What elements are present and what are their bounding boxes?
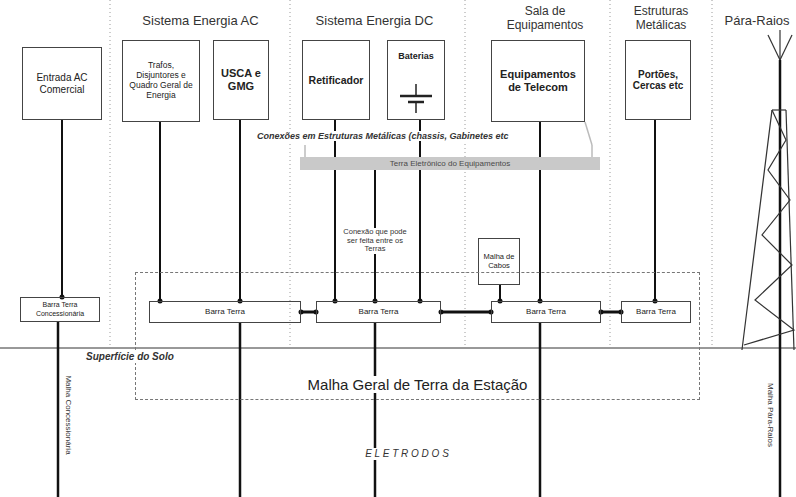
node-text: Portões, Cercas etc — [633, 69, 684, 92]
node-text: Barra Terra — [205, 307, 245, 316]
heading-label: Sistema Energia DC — [292, 14, 457, 29]
ground-wire — [158, 122, 163, 304]
text-wrap: Baterias — [391, 51, 441, 61]
equipment-box: Equipamentos de Telecom — [491, 40, 585, 122]
ground-mesh-region: Malha Geral de Terra da Estação Barra Ter… — [135, 272, 700, 400]
heading-label: Sala de Equipamentos — [490, 5, 600, 33]
text-wrap: Barra Terra — [320, 307, 437, 316]
node-text: Barra Terra — [636, 307, 676, 316]
ground-wire — [418, 120, 423, 304]
heading-label: Superfície do Solo — [84, 351, 176, 363]
process-box: Retificador — [302, 40, 370, 120]
wire-path — [441, 311, 491, 314]
text-wrap: Retificador — [306, 74, 366, 86]
text-wrap: USCA e GMG — [217, 67, 265, 92]
wire-path — [539, 122, 541, 301]
node-text: Malha Geral de Terra da Estação — [304, 376, 532, 393]
ground-wire — [439, 310, 494, 315]
text-wrap: Portões, Cercas etc — [629, 69, 687, 92]
lightning-rod-tower — [742, 30, 794, 350]
wire-path — [601, 311, 621, 314]
column-separators — [110, 0, 712, 345]
electrodes — [58, 60, 780, 497]
text-wrap: Terra Eletrônico do Equipamentos — [300, 159, 600, 168]
text-wrap: Barra Terra — [495, 307, 597, 316]
wire-path — [159, 122, 161, 301]
ground-bus-box: Barra Terra — [149, 301, 301, 323]
ground-wire — [599, 310, 624, 315]
junction-dot — [599, 310, 604, 315]
structure-box: Portões, Cercas etc — [625, 40, 691, 120]
cable-mesh-box: Malha de Cabos — [478, 238, 520, 285]
node-text: Terra Eletrônico do Equipamentos — [390, 159, 511, 168]
node-text: Barra Terra — [526, 307, 566, 316]
wire-path — [654, 120, 656, 301]
ground-wire — [538, 122, 543, 304]
heading-label: E L E T R O D O S — [300, 448, 514, 460]
node-text: Equipamentos de Telecom — [500, 68, 576, 93]
heading-label: Conexões em Estruturas Metálicas (chassi… — [255, 131, 511, 141]
ground-wire — [653, 120, 658, 304]
wire-path — [61, 120, 63, 297]
ground-surface — [0, 348, 796, 349]
edge-label: Conexão que pode ser feita entre os Terr… — [343, 228, 407, 254]
ground-bus-box: Barra Terra — [316, 301, 441, 323]
node-text: Malha de Cabos — [484, 252, 515, 270]
junction-dot — [439, 310, 444, 315]
wire-path — [334, 120, 336, 301]
node-text: USCA e GMG — [221, 67, 261, 92]
text-wrap: Equipamentos de Telecom — [495, 68, 581, 93]
heading-label: Pára-Raios — [720, 14, 794, 29]
node-text: Trafos, Disjuntores e Quadro Geral de En… — [129, 60, 192, 99]
text-wrap: Trafos, Disjuntores e Quadro Geral de En… — [126, 61, 196, 100]
wire-path — [419, 120, 421, 301]
battery-symbol — [400, 84, 432, 113]
vertical-label: Malha Concessionária — [63, 375, 72, 454]
text-wrap: Barra Terra — [153, 307, 297, 316]
text-wrap: Barra Terra Concessionária — [24, 301, 96, 317]
junction-dot — [299, 310, 304, 315]
ground-wire — [60, 120, 65, 300]
text-wrap: Barra Terra — [625, 307, 687, 316]
text-wrap: Malha de Cabos — [482, 253, 516, 270]
node-text: Retificador — [309, 74, 364, 86]
vertical-label: Malha Pára-Raios — [765, 383, 774, 447]
heading-label: Sistema Energia AC — [118, 14, 283, 29]
ground-bus-box: Barra Terra — [491, 301, 601, 323]
node-text: Baterias — [398, 51, 434, 61]
heading-label: Estruturas Metálicas — [612, 5, 710, 33]
node-text: Barra Terra Concessionária — [36, 301, 84, 316]
wire-path — [239, 120, 241, 301]
ground-bus-box: Barra Terra Concessionária — [20, 297, 100, 322]
process-box: USCA e GMG — [213, 40, 269, 120]
process-box: Trafos, Disjuntores e Quadro Geral de En… — [122, 40, 200, 122]
ground-bar: Terra Eletrônico do Equipamentos — [300, 157, 600, 170]
node-text: Barra Terra — [359, 307, 399, 316]
ground-wire — [238, 120, 243, 304]
node-text: Entrada AC Comercial — [36, 72, 87, 95]
text-wrap: Entrada AC Comercial — [26, 72, 98, 95]
ground-bus-box: Barra Terra — [621, 301, 691, 323]
battery-box: Baterias — [387, 40, 445, 120]
ground-wire — [333, 120, 338, 304]
input-box: Entrada AC Comercial — [22, 47, 102, 120]
